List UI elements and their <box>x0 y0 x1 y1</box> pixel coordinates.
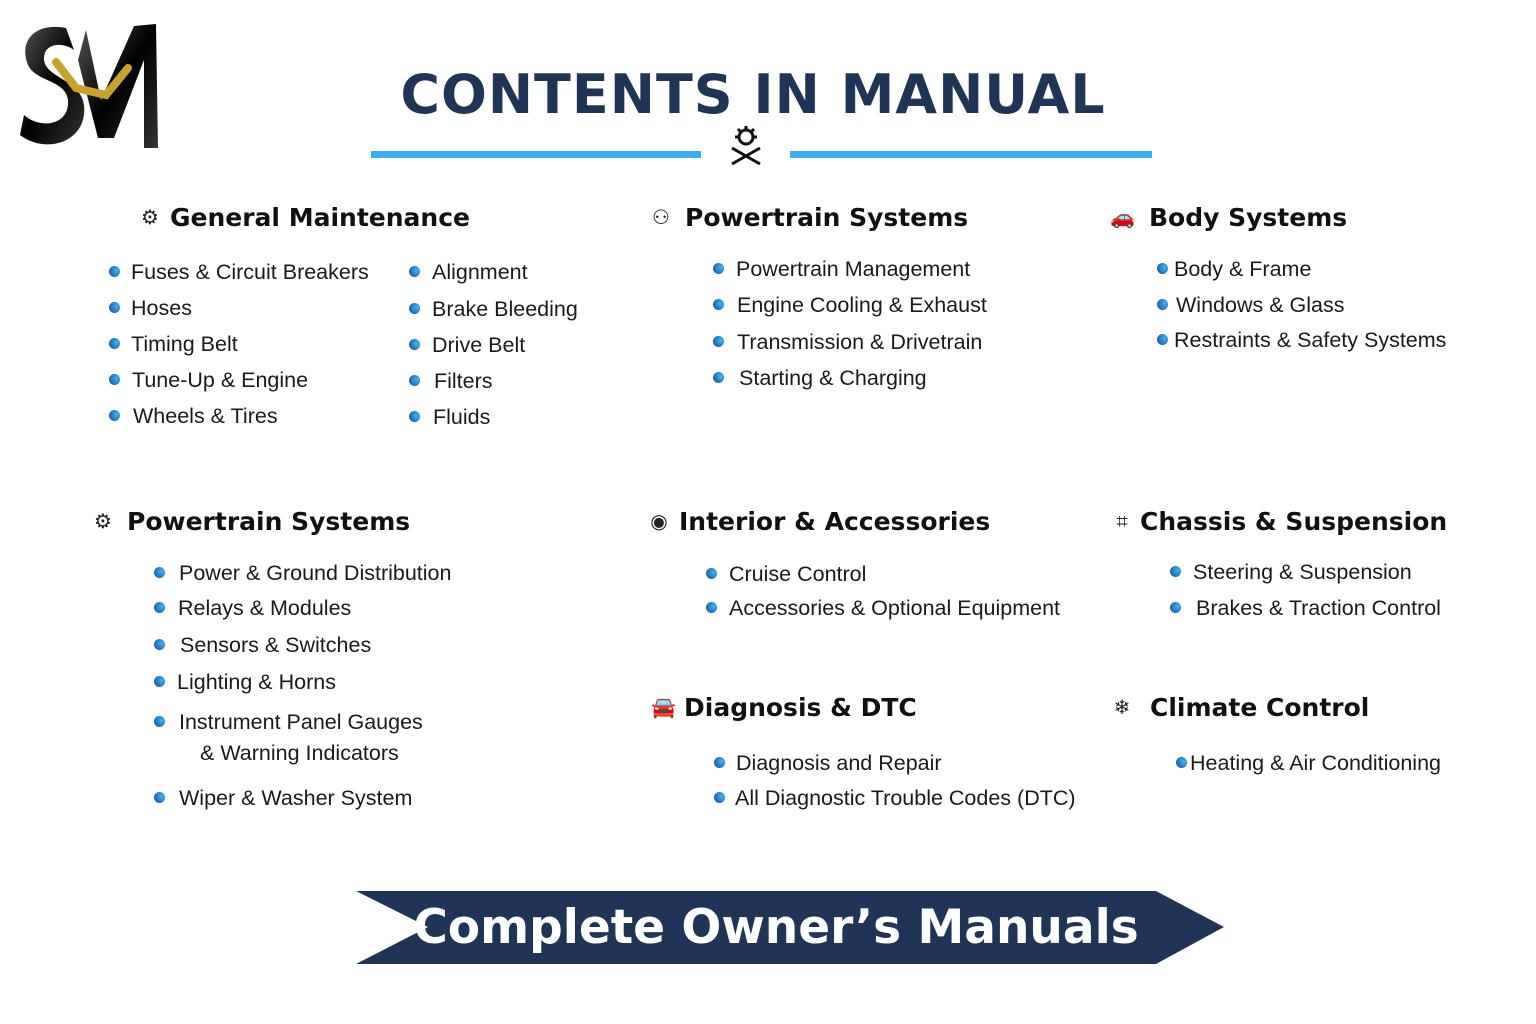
list-item[interactable]: Powertrain Management <box>736 257 971 281</box>
bullet-icon <box>154 676 165 687</box>
list-item[interactable]: Restraints & Safety Systems <box>1174 328 1447 352</box>
list-item[interactable]: Lighting & Horns <box>177 670 336 694</box>
gear-wrench-icon: ⚙ <box>141 207 159 229</box>
bullet-icon <box>109 410 120 421</box>
list-item[interactable]: Diagnosis and Repair <box>736 751 942 775</box>
bullet-icon <box>714 792 725 803</box>
gear-crossed-wrenches-icon <box>731 126 761 166</box>
title-rule-left <box>371 151 701 158</box>
list-item[interactable]: Power & Ground Distribution <box>179 561 452 585</box>
list-item-line: & Warning Indicators <box>200 741 399 765</box>
bullet-icon <box>706 568 717 579</box>
bullet-icon <box>706 602 717 613</box>
section-heading: Chassis & Suspension <box>1140 507 1448 536</box>
list-item[interactable]: Filters <box>434 369 493 393</box>
bullet-icon <box>109 266 120 277</box>
bullet-icon <box>1157 263 1168 274</box>
list-item[interactable]: Wiper & Washer System <box>179 786 413 810</box>
section-heading: Powertrain Systems <box>127 507 411 536</box>
list-item[interactable]: Timing Belt <box>131 332 238 356</box>
bullet-icon <box>109 374 120 385</box>
section-heading: Diagnosis & DTC <box>684 693 917 722</box>
bullet-icon <box>409 266 420 277</box>
bullet-icon <box>1157 299 1168 310</box>
list-item[interactable]: Fuses & Circuit Breakers <box>131 260 369 284</box>
bullet-icon <box>714 757 725 768</box>
section-heading: Climate Control <box>1150 693 1370 722</box>
list-item[interactable]: Cruise Control <box>729 562 867 586</box>
page-title: CONTENTS IN MANUAL <box>400 63 1106 126</box>
section-heading: Interior & Accessories <box>679 507 991 536</box>
bullet-icon <box>1170 602 1181 613</box>
list-item[interactable]: Brake Bleeding <box>432 297 578 321</box>
bullet-icon <box>1170 566 1181 577</box>
bullet-icon <box>713 372 724 383</box>
diagnostic-car-icon: 🚘 <box>651 697 676 719</box>
bullet-icon <box>109 338 120 349</box>
list-item[interactable]: Instrument Panel Gauges & Warning Indicat… <box>179 707 423 769</box>
bullet-icon <box>713 263 724 274</box>
bullet-icon <box>1157 334 1168 345</box>
list-item-line: Instrument Panel Gauges <box>179 710 423 734</box>
car-icon: 🚗 <box>1110 207 1135 229</box>
bullet-icon <box>713 299 724 310</box>
sm-logo <box>20 24 158 148</box>
list-item[interactable]: Hoses <box>131 296 192 320</box>
list-item[interactable]: Engine Cooling & Exhaust <box>737 293 987 317</box>
drivetrain-icon: ⚇ <box>652 207 670 229</box>
banner-text: Complete Owner’s Manuals <box>413 900 1139 955</box>
list-item[interactable]: Windows & Glass <box>1176 293 1345 317</box>
banner-ribbon <box>356 891 1224 964</box>
bullet-icon <box>713 336 724 347</box>
steering-wheel-icon: ◉ <box>650 511 668 533</box>
bullet-icon <box>154 567 165 578</box>
list-item[interactable]: Tune-Up & Engine <box>132 368 309 392</box>
bullet-icon <box>109 302 120 313</box>
bullet-icon <box>409 303 420 314</box>
list-item[interactable]: Sensors & Switches <box>180 633 372 657</box>
climate-car-icon: ❄ <box>1113 697 1131 719</box>
list-item[interactable]: Fluids <box>433 405 491 429</box>
bullet-icon <box>409 375 420 386</box>
bullet-icon <box>409 411 420 422</box>
list-item[interactable]: Body & Frame <box>1174 257 1312 281</box>
list-item[interactable]: Relays & Modules <box>178 596 352 620</box>
list-item[interactable]: Brakes & Traction Control <box>1196 596 1441 620</box>
bullet-icon <box>409 339 420 350</box>
list-item[interactable]: Wheels & Tires <box>133 404 278 428</box>
list-item[interactable]: Alignment <box>432 260 528 284</box>
section-heading: General Maintenance <box>170 203 470 232</box>
bullet-icon <box>1176 757 1187 768</box>
chassis-icon: ⌗ <box>1116 511 1128 533</box>
bullet-icon <box>154 602 165 613</box>
list-item[interactable]: Steering & Suspension <box>1193 560 1412 584</box>
list-item[interactable]: All Diagnostic Trouble Codes (DTC) <box>735 786 1076 810</box>
bullet-icon <box>154 716 165 727</box>
list-item[interactable]: Drive Belt <box>432 333 526 357</box>
bullet-icon <box>154 639 165 650</box>
list-item[interactable]: Heating & Air Conditioning <box>1190 751 1441 775</box>
list-item[interactable]: Transmission & Drivetrain <box>737 330 983 354</box>
list-item[interactable]: Starting & Charging <box>739 366 927 390</box>
section-heading: Body Systems <box>1149 203 1348 232</box>
list-item[interactable]: Accessories & Optional Equipment <box>729 596 1061 620</box>
title-rule-right <box>790 151 1152 158</box>
section-heading: Powertrain Systems <box>685 203 969 232</box>
bullet-icon <box>154 792 165 803</box>
engine-gear-icon: ⚙ <box>94 511 112 533</box>
